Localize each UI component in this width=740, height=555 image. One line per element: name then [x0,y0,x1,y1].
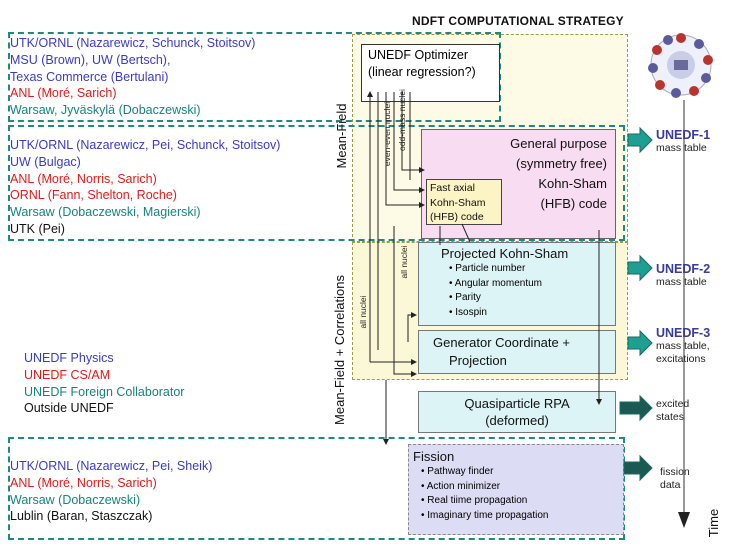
output-arrow [627,254,653,282]
optimizer-box: UNEDF Optimizer (linear regression?) [361,44,500,102]
output-sub: mass table [656,276,707,288]
projected-title: Projected Kohn-Sham [441,246,569,261]
gp-line2: (symmetry free) [516,156,607,171]
collaborator-line: UTK/ORNL (Nazarewicz, Pei, Sheik) [10,459,213,473]
collab-group-mean-field: UTK/ORNL (Nazarewicz, Pei, Schunck, Stoi… [10,137,280,238]
projected-item: Angular momentum [449,277,615,292]
output-sub: fission [660,466,690,478]
fission-box: Fission Pathway finder Action minimizer … [408,444,624,535]
fa-line2: Kohn-Sham [430,196,486,209]
collaborator-line: ORNL (Fann, Shelton, Roche) [10,188,177,203]
output-sub: excitations [656,352,706,365]
output-unedf-3: UNEDF-3 mass table, excitations [656,326,710,365]
collaborator-line: Warsaw (Dobaczewski, Magierski) [10,205,201,220]
gcm-line2: Projection [449,353,507,368]
fission-item: Real tiime propagation [421,494,623,509]
output-arrow [627,329,653,357]
output-title: UNEDF-2 [656,262,711,276]
collaborator-line: ANL (Moré, Norris, Sarich) [10,475,157,490]
output-sub: mass table, [656,340,710,352]
qrpa-box: Quasiparticle RPA (deformed) [418,391,616,433]
output-sub: states [656,410,685,423]
output-sub: mass table [656,142,707,154]
collaborator-line: Lublin (Baran, Staszczak) [10,509,153,524]
output-title: UNEDF-3 [656,326,711,340]
collaborator-line: ANL (Moré, Sarich) [10,86,117,101]
fission-title: Fission [413,449,455,464]
qrpa-line2: (deformed) [485,413,549,428]
collab-box-optimizer [8,32,501,122]
fa-line1: Fast axial [430,182,475,194]
projected-item: Parity [449,291,615,306]
output-fission-data: fission data [660,466,690,491]
collaborator-line: Warsaw (Dobaczewski) [10,492,141,507]
output-arrow [623,454,653,482]
fast-axial-box: Fast axial Kohn-Sham (HFB) code [426,179,502,225]
mean-field-label: Mean-Field [334,103,349,169]
collaborator-line: ANL (Moré, Norris, Sarich) [10,171,157,186]
collaborator-line: UTK/ORNL (Nazarewicz, Pei, Schunck, Stoi… [10,138,281,152]
collab-group-fission: UTK/ORNL (Nazarewicz, Pei, Sheik) ANL (Mo… [10,458,212,525]
gp-line1: General purpose [510,136,607,151]
legend-item: Outside UNEDF [24,401,114,416]
generator-coordinate-box: Generator Coordinate + Projection [418,330,616,374]
output-sub: excited [656,398,690,410]
collaborator-line: UTK/ORNL (Nazarewicz, Schunck, Stoitsov) [10,36,256,50]
optimizer-line1: UNEDF Optimizer [368,48,469,62]
output-unedf-1: UNEDF-1 mass table [656,128,710,155]
qrpa-line1: Quasiparticle RPA [464,396,570,411]
legend-item: UNEDF Physics [24,351,114,365]
output-excited-states: excited states [656,398,689,423]
collaborator-line: UTK (Pei) [10,221,65,236]
diagram-title: NDFT COMPUTATIONAL STRATEGY [412,14,624,28]
odd-mass-label: odd-mass nuclei [397,89,407,151]
output-sub: data [660,478,681,491]
projected-item: Particle number [449,262,615,277]
projected-item: Isospin [449,306,615,321]
gp-line4: (HFB) code [540,196,607,211]
fa-line3: (HFB) code [430,211,484,223]
gcm-line1: Generator Coordinate + [433,335,570,350]
time-axis-arrowhead [678,512,690,528]
collab-group-optimizer: UTK/ORNL (Nazarewicz, Schunck, Stoitsov)… [10,35,255,119]
fission-item: Pathway finder [421,465,623,480]
collab-box-fission [8,437,625,540]
fission-item: Action minimizer [421,480,623,495]
general-purpose-box: General purpose (symmetry free) Kohn-Sha… [421,129,616,239]
gp-line3: Kohn-Sham [538,176,607,191]
unedf-logo-wheel-icon [646,30,716,100]
collaborator-line: Warsaw, Jyväskylä (Dobaczewski) [10,103,201,118]
even-even-label: even-even nuclei [382,101,392,167]
collaborator-line: Texas Commerce (Bertulani) [10,69,169,84]
legend-item: UNEDF Foreign Collaborator [24,384,185,399]
output-unedf-2: UNEDF-2 mass table [656,262,710,289]
collaborator-line: MSU (Brown), UW (Bertsch), [10,52,171,67]
mean-field-correlations-label: Mean-Field + Correlations [332,275,347,425]
fission-item: Imaginary time propagation [421,509,623,524]
output-arrow [619,394,653,422]
collaborator-line: UW (Bulgac) [10,154,81,169]
all-nuclei-label-1: all nuclei [399,245,409,279]
output-arrow [627,126,653,154]
output-title: UNEDF-1 [656,128,711,142]
time-label: Time [706,508,721,538]
collab-box-mean-field [8,125,625,241]
all-nuclei-label-2: all nuclei [358,295,368,329]
legend-item: UNEDF CS/AM [24,367,111,382]
optimizer-line2: (linear regression?) [368,65,476,79]
projected-kohn-sham-box: Projected Kohn-Sham Particle number Angu… [418,242,616,326]
